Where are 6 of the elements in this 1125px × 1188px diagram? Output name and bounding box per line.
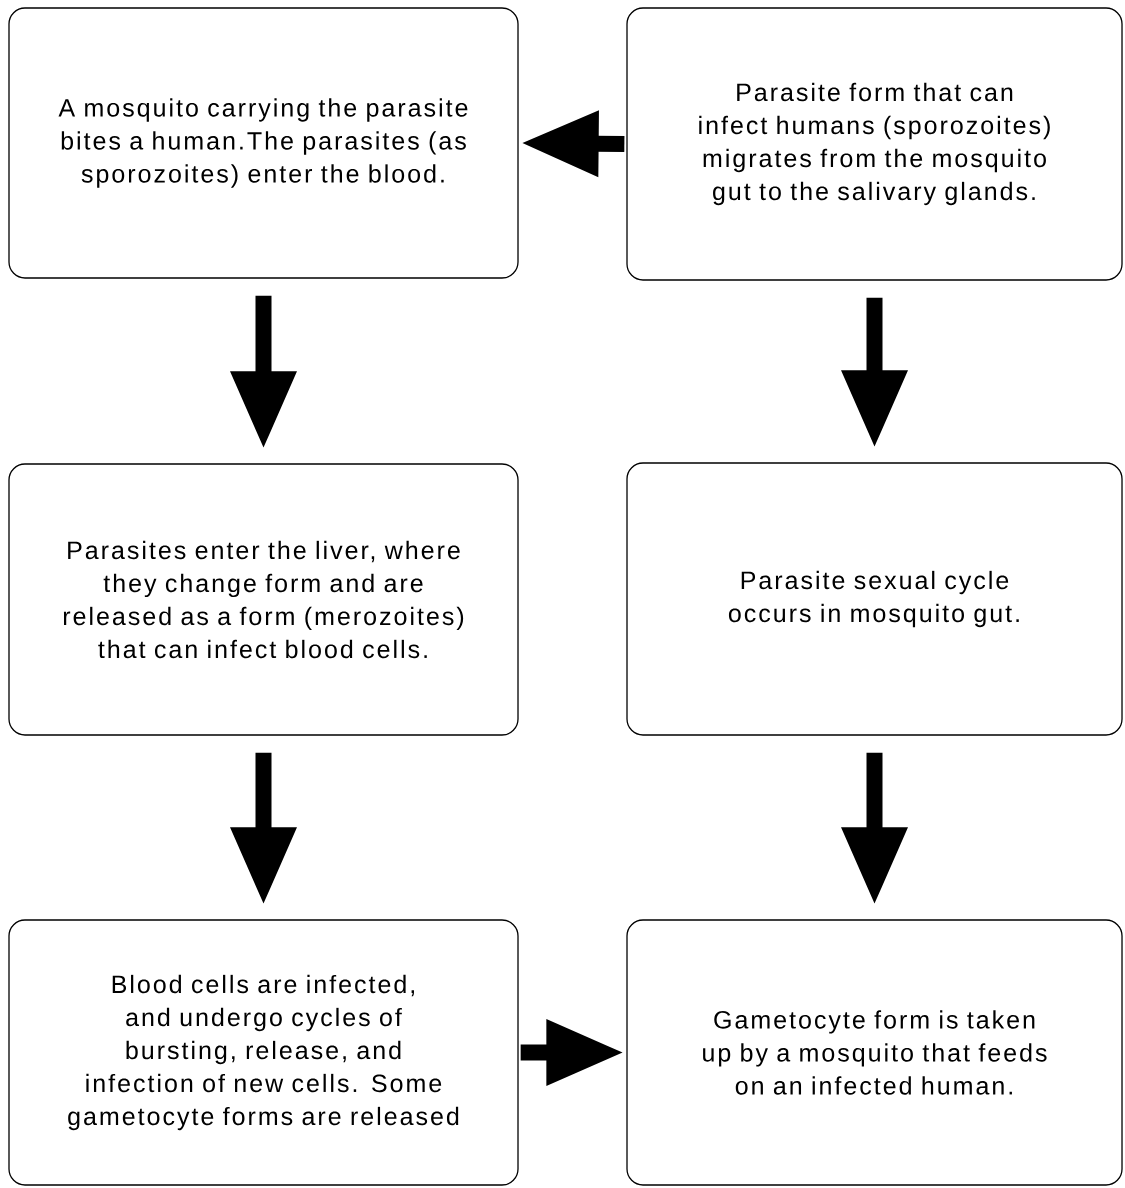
process-box: Gametocyte form is taken up by a mosquito that feeds on an infected human. <box>626 919 1123 1186</box>
process-box: Parasite form that can infect humans (sporozoites) migrates from the mosquito gut to the salivary glands. <box>626 7 1123 281</box>
process-box: Parasites enter the liver, where they change form and are released as a form (merozoites) that can infect blood cells. <box>8 463 519 736</box>
process-box: Parasite sexual cycle occurs in mosquito gut. <box>626 462 1123 736</box>
process-box: A mosquito carrying the parasite bites a human.The parasites (as sporozoites) enter the blood. <box>8 7 519 279</box>
process-box: Blood cells are infected, and undergo cycles of bursting, release, and infection of new cells. Some gametocyte forms are released <box>8 919 519 1186</box>
